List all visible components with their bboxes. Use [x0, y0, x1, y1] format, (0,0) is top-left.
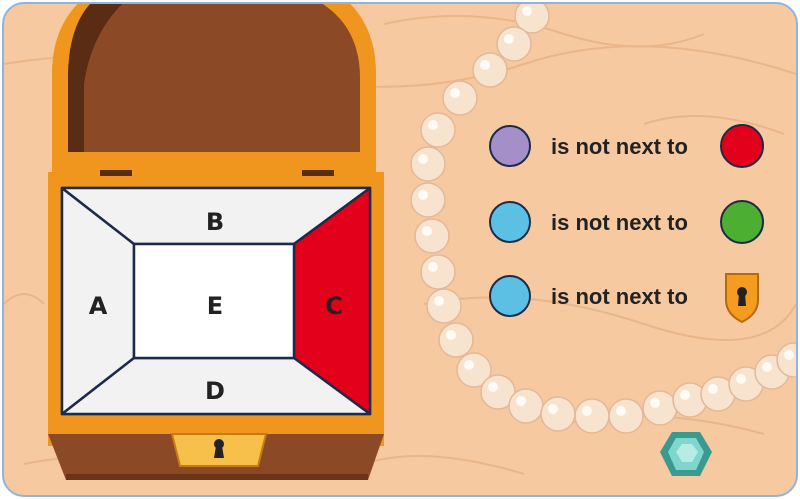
clue-1-object-color-swatch: [720, 124, 764, 168]
chest-keyhole-plate: [170, 433, 268, 467]
pearl-highlight: [418, 154, 428, 164]
clue-row-3: is not next to: [489, 273, 759, 324]
clue-row-1: is not next to: [489, 124, 764, 168]
pearl-highlight: [450, 88, 460, 98]
pearl-highlight: [464, 360, 474, 370]
pearl-18: [642, 390, 678, 426]
pearl-highlight: [428, 262, 438, 272]
clue-2-subject-color-swatch: [489, 201, 531, 243]
pearl-3: [472, 52, 508, 88]
pearl-highlight: [582, 406, 592, 416]
gem-pendant-icon: [660, 432, 712, 476]
pearl-7: [410, 182, 446, 218]
pearl-highlight: [650, 398, 660, 408]
pearl-necklace: [410, 4, 796, 434]
pearl-15: [540, 396, 576, 432]
pearl-highlight: [516, 396, 526, 406]
region-e[interactable]: [132, 242, 296, 360]
pearl-highlight: [422, 226, 432, 236]
pearl-highlight: [708, 384, 718, 394]
region-label-a: A: [89, 292, 108, 320]
pearl-highlight: [446, 330, 456, 340]
pearl-highlight: [488, 382, 498, 392]
pearl-9: [420, 254, 456, 290]
clue-2-relation-text: is not next to: [551, 210, 688, 235]
pearl-highlight: [434, 296, 444, 306]
pearl-2: [496, 26, 532, 62]
puzzle-board: [60, 186, 372, 416]
pearl-highlight: [418, 190, 428, 200]
pearl-11: [438, 322, 474, 358]
clue-1-subject-color-swatch: [489, 125, 531, 167]
pearl-highlight: [616, 406, 626, 416]
clue-3-subject-color-swatch: [489, 275, 531, 317]
region-labels: A B C D E: [89, 208, 343, 405]
region-label-c: C: [325, 292, 343, 320]
clue-2-object-color-swatch: [720, 200, 764, 244]
pearl-highlight: [784, 350, 794, 360]
pearl-highlight: [480, 60, 490, 70]
pearl-5: [420, 112, 456, 148]
pearl-17: [608, 398, 644, 434]
pearl-4: [442, 80, 478, 116]
pearl-6: [410, 146, 446, 182]
clue-list: is not next to is not next to is not nex…: [489, 124, 764, 324]
region-label-b: B: [206, 208, 224, 236]
keyhole-icon: [214, 439, 224, 458]
pearl-highlight: [504, 34, 514, 44]
pearl-highlight: [428, 120, 438, 130]
puzzle-scene: A B C D E is not next to is not next to: [4, 4, 796, 480]
pearl-8: [414, 218, 450, 254]
region-label-d: D: [205, 377, 225, 405]
pearl-highlight: [680, 390, 690, 400]
pearl-10: [426, 288, 462, 324]
region-label-e: E: [207, 292, 223, 320]
pearl-14: [508, 388, 544, 424]
pearl-highlight: [548, 404, 558, 414]
pearl-highlight: [762, 362, 772, 372]
clue-1-relation-text: is not next to: [551, 134, 688, 159]
clue-3-relation-text: is not next to: [551, 284, 688, 309]
keyhole-shield-icon: [725, 273, 759, 324]
clue-row-2: is not next to: [489, 200, 764, 244]
pearl-highlight: [736, 374, 746, 384]
pearl-highlight: [522, 6, 532, 16]
chest-lid: [52, 4, 376, 174]
pearl-16: [574, 398, 610, 434]
